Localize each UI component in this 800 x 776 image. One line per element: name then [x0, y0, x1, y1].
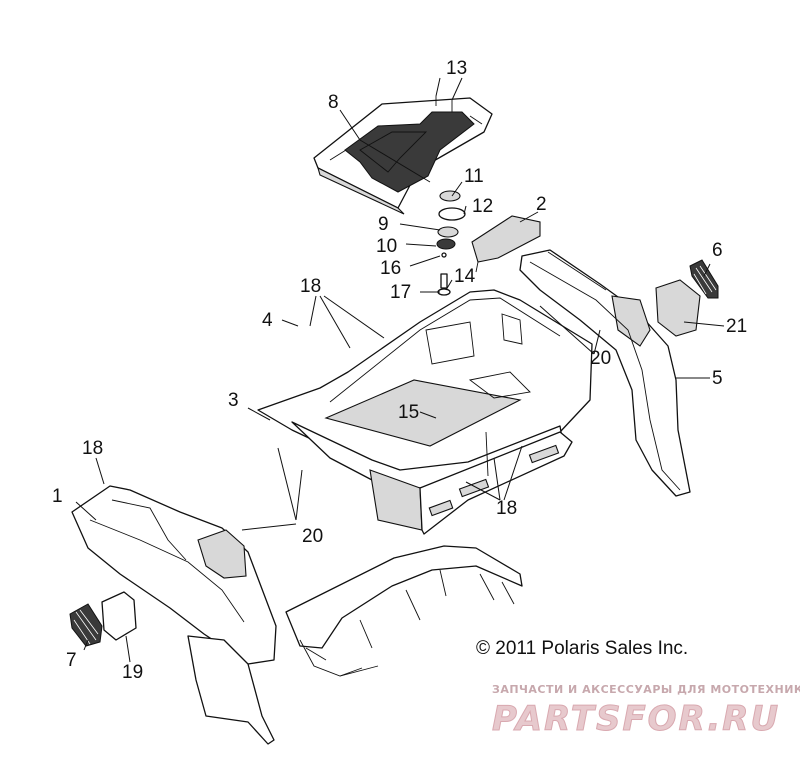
- part-right-pad: [655, 279, 701, 337]
- part-left-pad: [101, 591, 137, 641]
- part-floor-cover: [313, 97, 493, 215]
- callout-3: 3: [228, 390, 239, 411]
- callout-4: 4: [262, 310, 273, 331]
- callout-1: 1: [52, 486, 63, 507]
- callout-12: 12: [472, 196, 493, 217]
- callout-16: 16: [380, 258, 401, 279]
- part-bracket: [471, 215, 541, 273]
- callout-10: 10: [376, 236, 397, 257]
- watermark-logo: PARTSFOR.RU: [492, 699, 780, 739]
- callout-9: 9: [378, 214, 389, 235]
- part-frame: [285, 545, 523, 677]
- callouts: 13 8 11 12 2 9 10 16 14 17 18 4 6 21 20 …: [52, 58, 747, 683]
- callout-13: 13: [446, 58, 467, 79]
- part-right-fender: [519, 249, 691, 497]
- callout-17: 17: [390, 282, 411, 303]
- callout-11: 11: [464, 166, 484, 187]
- part-left-fender: [71, 485, 277, 745]
- callout-18-bottom: 18: [496, 498, 517, 519]
- copyright-notice: © 2011 Polaris Sales Inc.: [476, 638, 688, 659]
- watermark-tagline: ЗАПЧАСТИ И АКСЕССУАРЫ ДЛЯ МОТОТЕХНИКИ: [492, 683, 800, 696]
- callout-20-left: 20: [302, 526, 323, 547]
- callout-6: 6: [712, 240, 723, 261]
- callout-21: 21: [726, 316, 747, 337]
- part-right-grille: [689, 259, 719, 299]
- callout-18-top: 18: [300, 276, 321, 297]
- callout-19: 19: [122, 662, 143, 683]
- part-fasteners: [435, 96, 453, 296]
- part-latch-assembly: [436, 190, 466, 258]
- part-left-grille: [69, 603, 103, 647]
- callout-15: 15: [398, 402, 419, 423]
- callout-18-left: 18: [82, 438, 103, 459]
- callout-14: 14: [454, 266, 476, 287]
- watermark: ЗАПЧАСТИ И АКСЕССУАРЫ ДЛЯ МОТОТЕХНИКИ PA…: [492, 683, 800, 740]
- part-cargo-box: [257, 289, 593, 535]
- lead-lines: [75, 77, 725, 663]
- callout-2: 2: [536, 194, 547, 215]
- callout-5: 5: [712, 368, 723, 389]
- callout-8: 8: [328, 92, 339, 113]
- callout-7: 7: [66, 650, 77, 671]
- callout-20-right: 20: [590, 348, 611, 369]
